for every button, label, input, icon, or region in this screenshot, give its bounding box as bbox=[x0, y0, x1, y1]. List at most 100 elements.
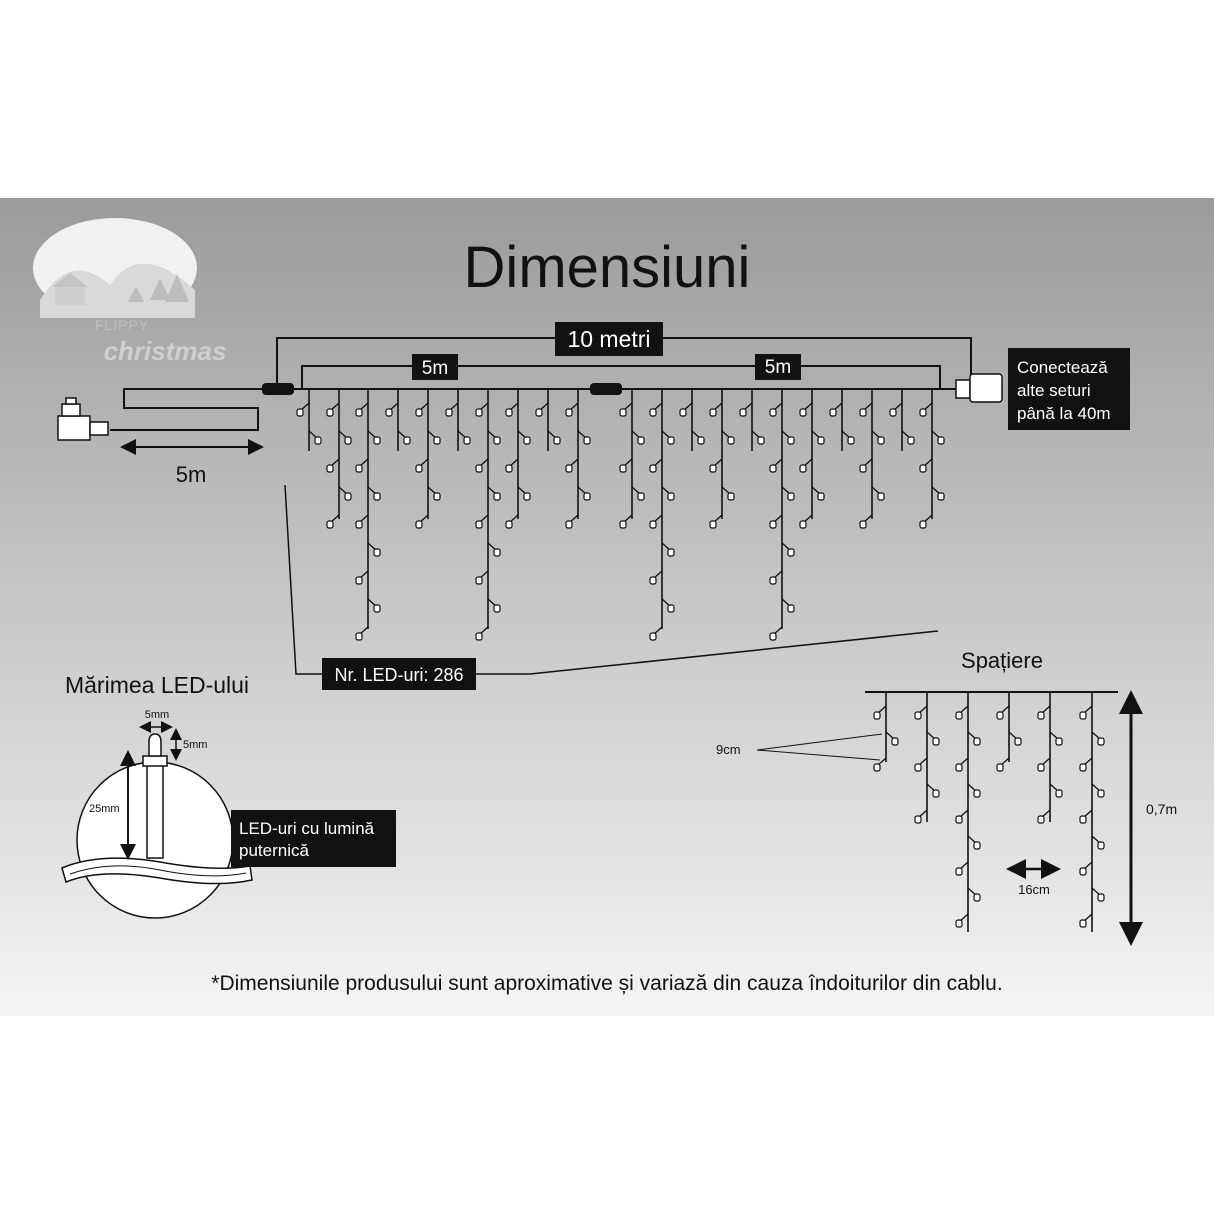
led-icon bbox=[787, 604, 795, 613]
horizontal-gap-label: 16cm bbox=[1018, 882, 1050, 897]
connector-icon bbox=[262, 383, 622, 395]
icicle-drop bbox=[619, 389, 645, 529]
led-icon bbox=[583, 436, 591, 445]
icicle-drop bbox=[889, 389, 915, 451]
led-count-box bbox=[322, 658, 476, 690]
icicle-drop bbox=[296, 389, 322, 451]
icicle-drop bbox=[679, 389, 705, 451]
icicle-drop bbox=[355, 389, 381, 641]
led-icon bbox=[769, 632, 777, 641]
led-icon bbox=[817, 492, 825, 501]
led-icon bbox=[937, 436, 945, 445]
led-icon bbox=[679, 408, 687, 417]
led-icon bbox=[787, 492, 795, 501]
led-icon bbox=[829, 408, 837, 417]
led-icon bbox=[326, 520, 334, 529]
led-bulb-icon bbox=[148, 733, 162, 757]
led-icon bbox=[373, 436, 381, 445]
led-icon bbox=[891, 737, 899, 746]
led-icon bbox=[955, 919, 963, 928]
led-icon bbox=[355, 576, 363, 585]
led-icon bbox=[1037, 711, 1045, 720]
led-icon bbox=[475, 632, 483, 641]
led-icon bbox=[475, 408, 483, 417]
led-icon bbox=[889, 408, 897, 417]
icicle-drop bbox=[505, 389, 531, 529]
led-icon bbox=[493, 436, 501, 445]
led-icon bbox=[523, 436, 531, 445]
led-icon bbox=[619, 408, 627, 417]
led-icon bbox=[649, 632, 657, 641]
led-icon bbox=[973, 789, 981, 798]
led-icon bbox=[1014, 737, 1022, 746]
led-icon bbox=[1097, 893, 1105, 902]
led-icon bbox=[493, 604, 501, 613]
led-icon bbox=[1079, 919, 1087, 928]
icicle-drop bbox=[829, 389, 855, 451]
led-icon bbox=[932, 737, 940, 746]
icicle-drop bbox=[535, 389, 561, 451]
icicle-drop bbox=[919, 389, 945, 529]
led-icon bbox=[583, 492, 591, 501]
led-width-label: 5mm bbox=[145, 709, 169, 721]
spacing-heading: Spațiere bbox=[961, 648, 1043, 673]
led-icon bbox=[1055, 789, 1063, 798]
led-icon bbox=[505, 464, 513, 473]
led-icon bbox=[475, 576, 483, 585]
connect-note-box bbox=[1008, 348, 1130, 430]
icicle-drop bbox=[799, 389, 825, 529]
led-icon bbox=[1079, 711, 1087, 720]
led-icon bbox=[373, 492, 381, 501]
icicle-drop bbox=[385, 389, 411, 451]
led-icon bbox=[493, 548, 501, 557]
icicle-drop bbox=[739, 389, 765, 451]
led-icon bbox=[1079, 867, 1087, 876]
led-icon bbox=[619, 520, 627, 529]
led-icon bbox=[859, 464, 867, 473]
led-icon bbox=[769, 464, 777, 473]
led-icon bbox=[344, 492, 352, 501]
brand-logo: FLIPPY christmas bbox=[33, 218, 226, 366]
led-icon bbox=[847, 436, 855, 445]
led-icon bbox=[314, 436, 322, 445]
page-title: Dimensiuni bbox=[464, 235, 751, 300]
led-icon bbox=[727, 492, 735, 501]
led-icon bbox=[873, 763, 881, 772]
led-icon bbox=[799, 520, 807, 529]
led-icon bbox=[973, 737, 981, 746]
led-icon bbox=[787, 436, 795, 445]
led-icon bbox=[919, 464, 927, 473]
led-icon bbox=[973, 841, 981, 850]
led-icon bbox=[937, 492, 945, 501]
led-icon bbox=[914, 815, 922, 824]
led-icon bbox=[463, 436, 471, 445]
spacing-drops bbox=[873, 692, 1105, 932]
led-icon bbox=[996, 711, 1004, 720]
led-icon bbox=[955, 711, 963, 720]
connect-note-line1: Conectează bbox=[1017, 358, 1108, 377]
led-icon bbox=[1037, 763, 1045, 772]
led-icon bbox=[296, 408, 304, 417]
led-icon bbox=[739, 408, 747, 417]
spacing-drop bbox=[1079, 692, 1105, 932]
footnote: *Dimensiunile produsului sunt aproximati… bbox=[211, 972, 1002, 995]
led-icon bbox=[403, 436, 411, 445]
segment-box-1 bbox=[412, 354, 458, 380]
led-icon bbox=[355, 520, 363, 529]
total-length-label: 10 metri bbox=[567, 326, 650, 352]
led-icon bbox=[445, 408, 453, 417]
led-icon bbox=[415, 408, 423, 417]
led-icon bbox=[553, 436, 561, 445]
segment-label-1: 5m bbox=[422, 358, 448, 379]
led-icon bbox=[433, 492, 441, 501]
led-icon bbox=[919, 520, 927, 529]
icicle-drop bbox=[415, 389, 441, 529]
connect-note-line2: alte seturi bbox=[1017, 381, 1091, 400]
icicle-drop bbox=[649, 389, 675, 641]
drop-height-label: 0,7m bbox=[1146, 801, 1177, 817]
led-icon bbox=[326, 464, 334, 473]
led-size-inset bbox=[61, 721, 253, 919]
led-icon bbox=[667, 492, 675, 501]
led-icon bbox=[955, 815, 963, 824]
